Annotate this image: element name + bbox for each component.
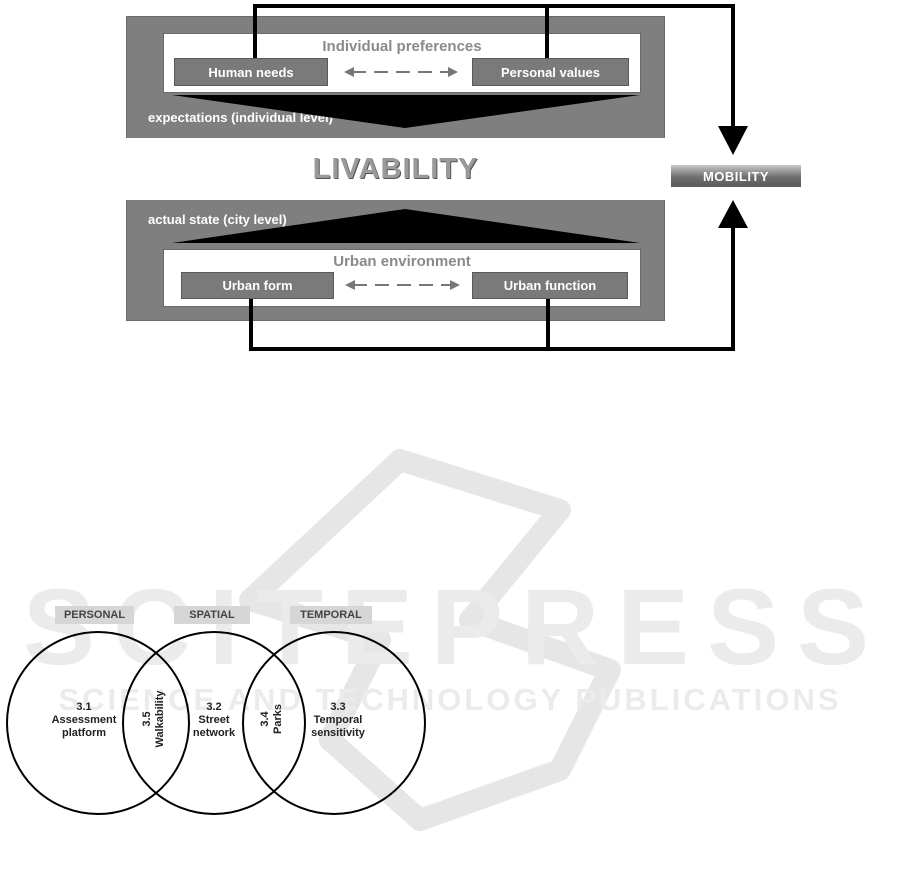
section-label-line1: Assessment [51, 714, 117, 726]
bottom-connector-lines [249, 225, 735, 351]
overlap-walkability: 3.5 Walkability [116, 690, 196, 747]
circle-personal [6, 631, 190, 815]
section-street-network: 3.2 Street network [168, 701, 260, 740]
overlap-parks: 3.4 Parks [234, 704, 314, 734]
urban-environment-title: Urban environment [333, 253, 471, 270]
section-label-line2: network [192, 727, 236, 739]
personal-values-box: Personal values [472, 58, 629, 86]
overlap-label: Parks [272, 704, 284, 734]
expectations-funnel [172, 95, 640, 128]
dimension-label-temporal: TEMPORAL [290, 606, 372, 624]
section-label-line2: platform [62, 727, 106, 739]
urban-form-box: Urban form [181, 272, 334, 299]
section-label-line2: sensitivity [311, 727, 365, 739]
section-number: 3.2 [206, 701, 222, 713]
overlap-walkability-text: 3.5 Walkability [141, 679, 171, 759]
livability-title: LIVABILITY [312, 152, 479, 185]
section-assessment-platform: 3.1 Assessment platform [38, 701, 130, 740]
urban-function-box: Urban function [472, 272, 628, 299]
overlap-number: 3.5 [141, 711, 153, 727]
section-number: 3.3 [330, 701, 346, 713]
circle-spatial [122, 631, 306, 815]
dimension-label-spatial: SPATIAL [174, 606, 250, 624]
livability-band [126, 138, 665, 200]
overlap-parks-text: 3.4 Parks [259, 679, 289, 759]
mobility-box: MOBILITY [671, 165, 801, 187]
preferences-double-arrow [344, 67, 458, 77]
actual-state-funnel [172, 209, 640, 243]
environment-double-arrow [345, 280, 460, 290]
dimension-label-personal: PERSONAL [55, 606, 134, 624]
section-temporal-sensitivity: 3.3 Temporal sensitivity [292, 701, 384, 740]
individual-preferences-title: Individual preferences [322, 38, 482, 55]
human-needs-box: Human needs [174, 58, 328, 86]
livability-connectors [172, 4, 748, 351]
section-number: 3.1 [76, 701, 92, 713]
down-arrow-icon [718, 126, 748, 155]
top-connector-lines [253, 4, 735, 128]
section-label-line1: Temporal [313, 714, 363, 726]
up-arrow-icon [718, 200, 748, 228]
overlap-number: 3.4 [259, 711, 271, 727]
section-label-line1: Street [198, 714, 230, 726]
watermark-name: SCITEPRESS [22, 566, 888, 687]
watermark: SCITEPRESS SCIENCE AND TECHNOLOGY PUBLIC… [0, 440, 901, 840]
circle-temporal [242, 631, 426, 815]
actual-state-label: actual state (city level) [148, 212, 287, 227]
expectations-label: expectations (individual level) [148, 110, 333, 125]
overlap-label: Walkability [154, 690, 166, 748]
